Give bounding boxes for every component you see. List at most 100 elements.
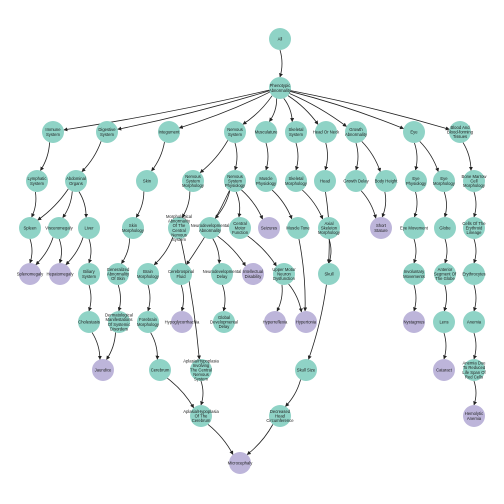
edge-liver-to-biliary-system [88,238,93,264]
node-hyperreflexia: Hyperreflexia [263,311,288,333]
edge-axial-skeleton-morphology-to-skull [328,238,333,264]
node-spleen: Spleen [19,217,41,239]
node-circle-muscle-physiology [255,170,277,192]
node-circle-all [269,28,291,50]
node-circle-skeletal-morphology [285,170,307,192]
node-label-globe: Globe [439,226,451,231]
node-circle-body-height [375,170,397,192]
edge-neurodevelopmental-delay-to-global-developmental-delay [222,284,227,312]
edge-anemia-due-to-reduced-life-span-of-red-cells-to-hemolytic-anemia [473,380,478,406]
edge-phenotypic-abnormality-to-immune-system [63,89,270,132]
node-label-spleen: Spleen [23,226,37,231]
node-circle-nervous-system-physiology [224,170,246,192]
edge-bone-marrow-cell-morphology-to-cells-of-the-erythroid-lineage [473,191,478,218]
node-jaundice: Jaundice [92,359,114,381]
edge-nervous-system-morphology-to-morphological-abnormality-of-the-central-nervous-system [181,191,191,218]
edge-blood-and-blood-forming-tissues-to-bone-marrow-cell-morphology [462,142,473,171]
edge-decreased-head-circumference-to-microcephaly [246,424,274,455]
edge-aplasia-hypoplasia-of-the-cerebrum-to-microcephaly [207,424,234,455]
node-visceromegaly: Visceromegaly [45,217,74,239]
node-label-cataract: Cataract [436,368,453,373]
node-circle-morphological-abnormality-of-the-central-nervous-system [168,217,190,239]
node-cataract: Cataract [433,359,455,381]
edge-immune-system-to-lymphatic-system [40,142,50,171]
node-circle-cells-of-the-erythroid-lineage [463,217,485,239]
edge-phenotypic-abnormality-to-head-or-neck [287,95,319,125]
node-circle-eye-movement [403,217,425,239]
node-label-head-or-neck: Head Or Neck [313,130,340,135]
edge-lymphatic-system-to-spleen [31,191,37,218]
node-hepatomegaly: Hepatomegaly [46,263,74,285]
edge-abdominal-organs-to-spleen [37,188,69,221]
node-label-erythrocytes: Erythrocytes [462,272,485,277]
node-label-skin: Skin [143,179,152,184]
node-circle-cerebrum [149,359,171,381]
edge-eye-movement-to-involuntary-movements [413,238,418,264]
node-anemia: Anemia [463,311,485,333]
edge-brain-morphology-to-forebrain-morphology [147,284,151,312]
edge-anemia-to-anemia-due-to-reduced-life-span-of-red-cells [473,332,477,360]
node-circle-globe [434,217,456,239]
edge-musculature-to-muscle-physiology [265,142,269,171]
edge-neurodevelopmental-abnormality-to-neurodevelopmental-delay [212,238,222,264]
node-circle-hypoglycorrhachia [171,311,193,333]
node-head: Head [314,170,336,192]
edge-visceromegaly-to-splenomegaly [35,237,54,265]
edge-body-height-to-short-stature [381,191,387,218]
node-growth-delay: Growth Delay [343,170,370,192]
node-seizures: Seizures [258,217,280,239]
node-label-eye: Eye [410,130,418,135]
edge-head-or-neck-to-head [324,142,329,171]
node-label-cerebrum: Cerebrum [151,368,170,373]
edge-nervous-system-to-nervous-system-physiology [234,142,238,171]
edge-biliary-system-to-cholestasis [88,284,92,312]
edge-aplasia-hypoplasia-involving-the-central-nervous-system-to-aplasia-hypoplasia-of-the-cerebrum [200,380,205,406]
node-circle-muscle-tone [287,217,309,239]
node-circle-nystagmus [403,311,425,333]
node-nystagmus: Nystagmus [403,311,425,333]
edge-skin-morphology-to-generalized-abnormality-of-skin [121,238,130,264]
node-circle-global-developmental-delay [213,311,235,333]
edge-growth-delay-to-short-stature [360,190,377,219]
edge-phenotypic-abnormality-to-integument [178,91,270,129]
node-label-visceromegaly: Visceromegaly [45,226,73,231]
node-cerebrum: Cerebrum [149,359,171,381]
edge-globe-to-anterior-segment-of-the-globe [444,238,449,264]
edge-morphological-abnormality-of-the-central-nervous-system-to-aplasia-hypoplasia-involving-the-central-nervous-system [180,238,201,360]
node-circle-short-stature [370,217,392,239]
edge-morphological-abnormality-of-the-central-nervous-system-to-brain-morphology [153,236,174,266]
